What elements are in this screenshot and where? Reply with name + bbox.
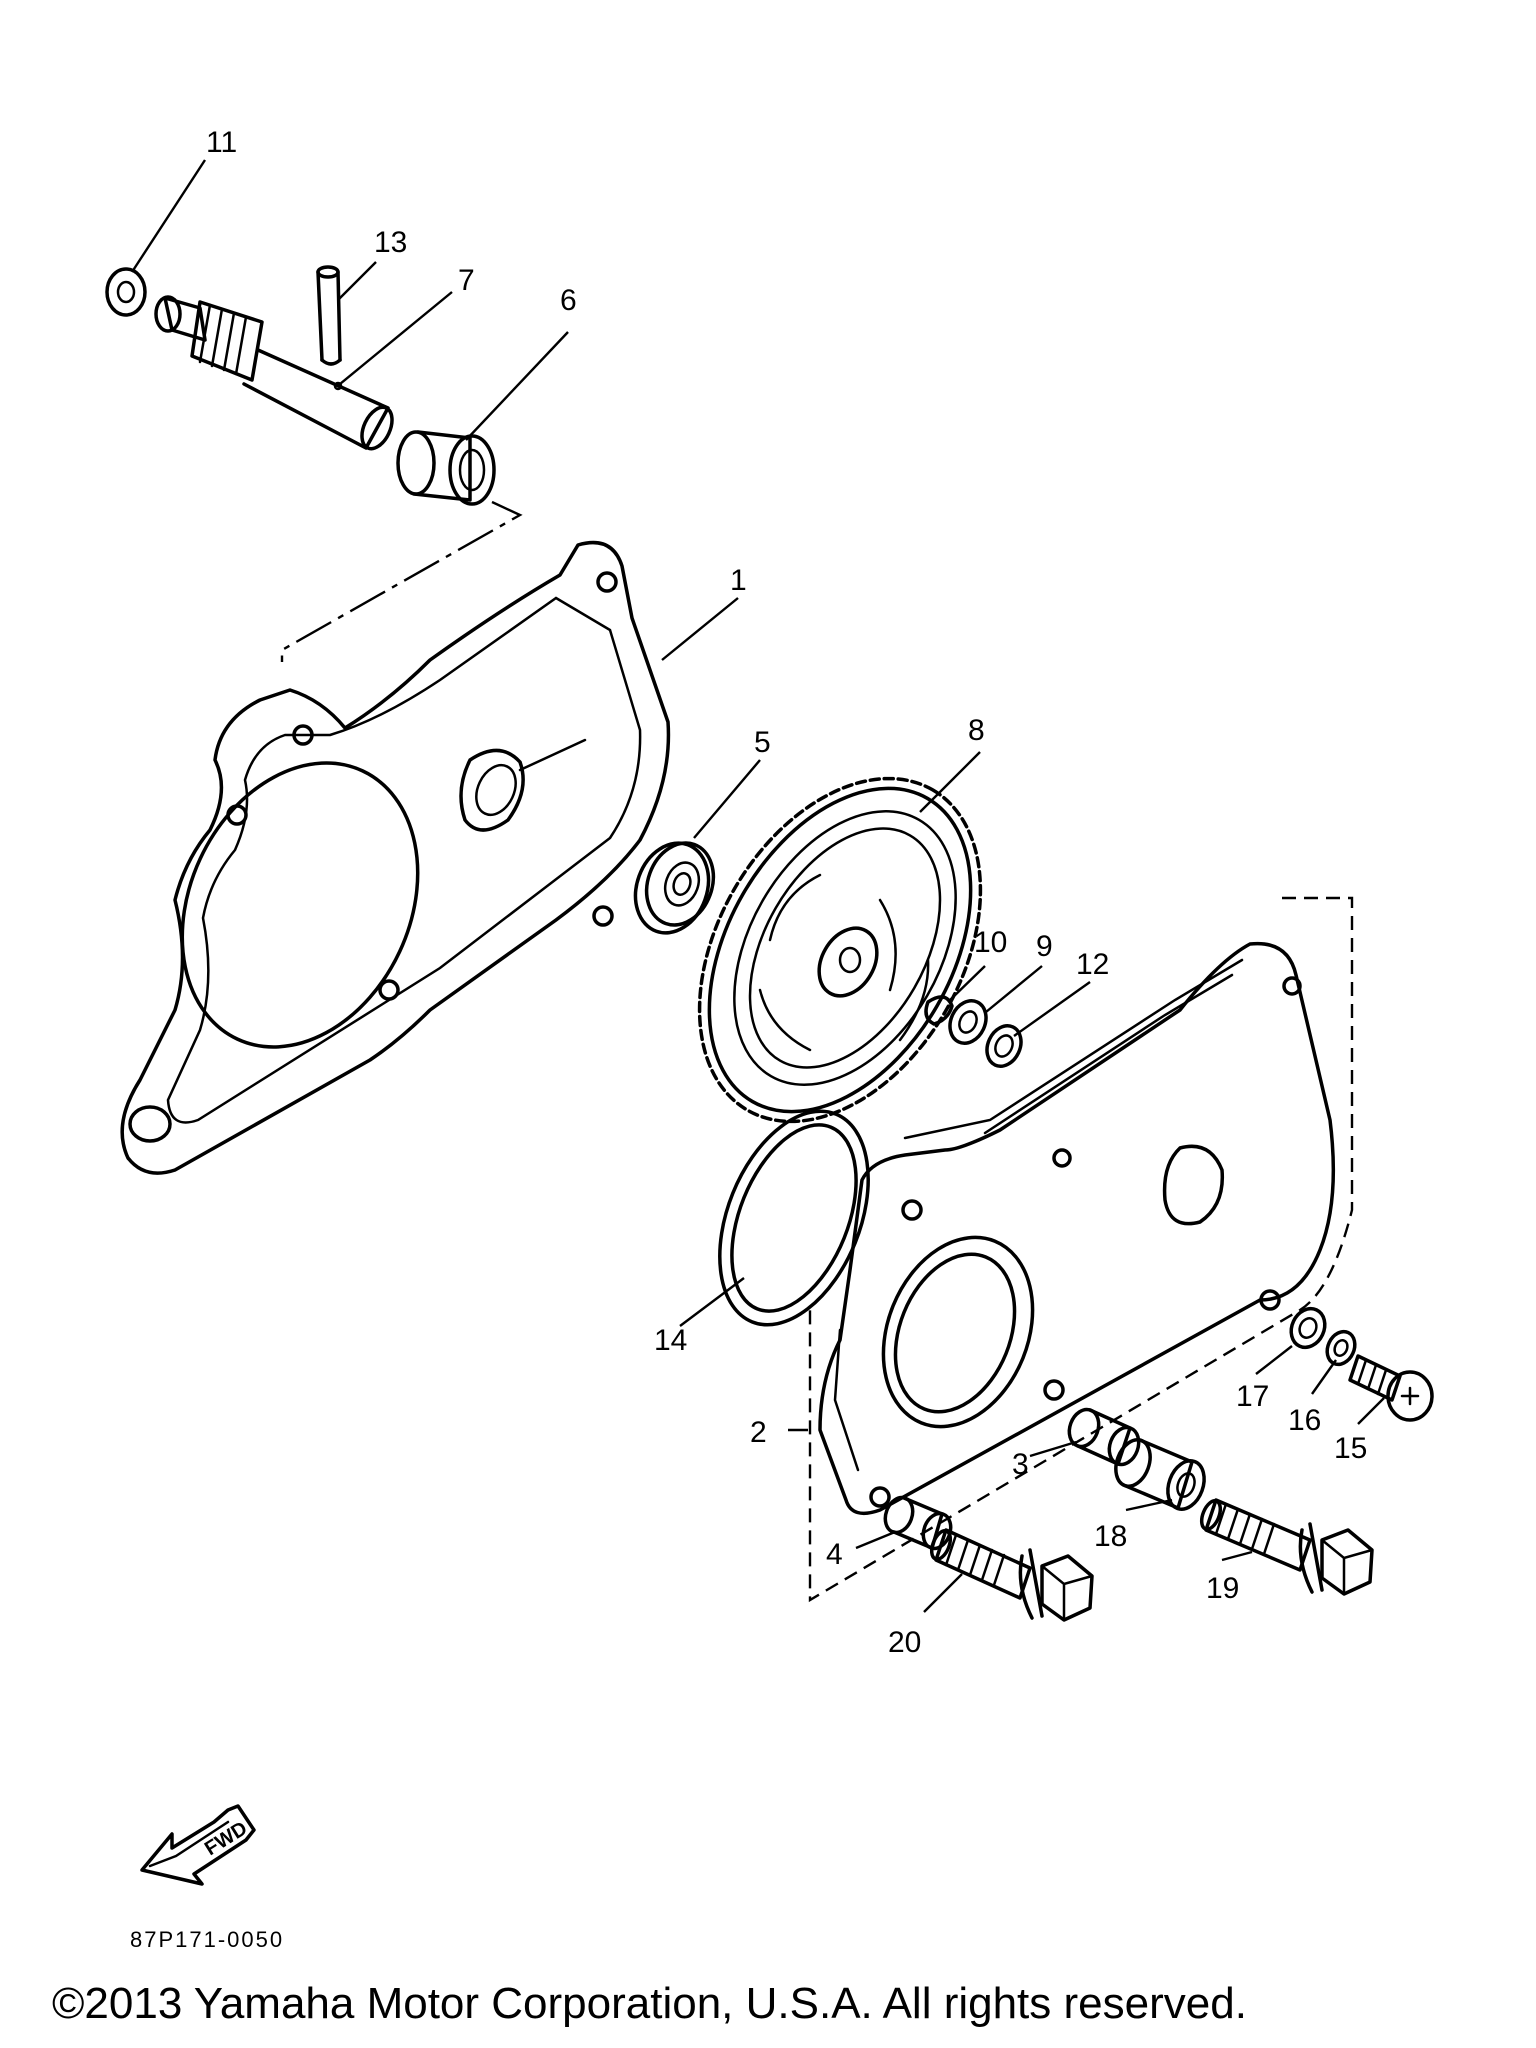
callout-3: 3 [1012, 1448, 1029, 1481]
callout-17: 17 [1236, 1380, 1269, 1413]
callout-labels: 11 13 7 6 1 5 8 10 9 12 14 2 17 16 15 3 … [206, 126, 1367, 1659]
assembly-bracket-2 [808, 896, 1354, 1603]
callout-15: 15 [1334, 1432, 1367, 1465]
part-5-bearing [633, 841, 716, 935]
part-17-washer [1289, 1306, 1327, 1350]
callout-11: 11 [206, 126, 237, 159]
part-4-dowel [883, 1495, 953, 1551]
callout-2: 2 [750, 1416, 767, 1449]
part-11-washer [105, 267, 147, 317]
callout-7: 7 [458, 264, 475, 297]
callout-1: 1 [730, 564, 747, 597]
callout-9: 9 [1036, 930, 1053, 963]
part-20-bolt [929, 1528, 1094, 1622]
part-13-pin [316, 265, 342, 366]
leader-lines [130, 159, 1385, 1613]
callout-12: 12 [1076, 948, 1109, 981]
part-12-circlip [985, 1024, 1023, 1068]
part-10-key [924, 995, 954, 1026]
part-7-worm-shaft [154, 295, 394, 451]
part-14-o-ring [718, 1109, 870, 1327]
callout-6: 6 [560, 284, 577, 317]
callout-4: 4 [826, 1538, 843, 1571]
part-3-dowel [1067, 1407, 1141, 1467]
part-6-bushing [396, 430, 496, 506]
diagram-code: 87P171-0050 [130, 1927, 284, 1952]
callout-8: 8 [968, 714, 985, 747]
callout-10: 10 [974, 926, 1007, 959]
callout-5: 5 [754, 726, 771, 759]
assembly-line-shaft [280, 500, 523, 662]
part-2-cover [818, 941, 1336, 1516]
callout-20: 20 [888, 1626, 921, 1659]
fwd-arrow-icon: FWD [140, 1804, 256, 1886]
part-9-washer [948, 999, 988, 1045]
copyright-notice: ©2013 Yamaha Motor Corporation, U.S.A. A… [52, 1979, 1247, 2028]
callout-19: 19 [1206, 1572, 1239, 1605]
part-18-collar [1114, 1438, 1206, 1511]
callout-16: 16 [1288, 1404, 1321, 1437]
part-1-gear-case-cover [120, 540, 671, 1175]
callout-14: 14 [654, 1324, 687, 1357]
part-8-gear [697, 776, 983, 1124]
callout-13: 13 [374, 226, 407, 259]
part-15-screw [1348, 1354, 1434, 1422]
part-19-bolt [1199, 1498, 1374, 1596]
callout-18: 18 [1094, 1520, 1127, 1553]
